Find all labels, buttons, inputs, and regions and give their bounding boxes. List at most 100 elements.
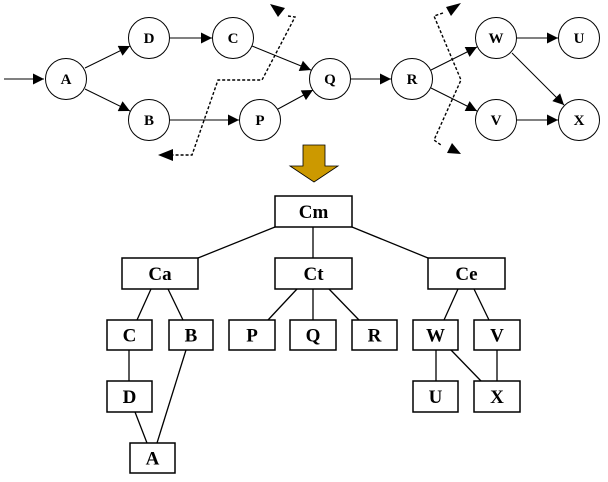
graph-edges <box>4 32 565 126</box>
tree-node-Cm: Cm <box>274 195 353 228</box>
tree-node-label: D <box>123 387 137 408</box>
tree-node-tD: D <box>106 380 153 413</box>
graph-node-circle <box>212 17 254 59</box>
tree-node-box <box>106 380 153 413</box>
tree-node-tB: B <box>168 319 214 351</box>
tree-edge-Ct-tP <box>267 288 298 321</box>
tree-node-box <box>106 319 153 351</box>
graph-node-label: X <box>574 113 585 129</box>
right-cut-arrowhead-bottom <box>447 143 461 154</box>
graph-node-circle <box>558 17 600 59</box>
tree-node-label: X <box>490 387 504 408</box>
graph-node-V: V <box>475 99 517 141</box>
graph-node-W: W <box>475 17 517 59</box>
graph-node-label: C <box>228 31 239 47</box>
tree-node-Ct: Ct <box>274 257 353 290</box>
tree-node-label: C <box>123 326 137 347</box>
tree-node-Ca: Ca <box>121 257 199 290</box>
graph-node-circle <box>128 99 170 141</box>
graph-node-label: D <box>144 31 155 47</box>
graph-node-label: A <box>61 72 72 88</box>
tree-edges <box>128 226 498 444</box>
tree-node-box <box>351 319 398 351</box>
tree-node-tP: P <box>228 319 276 351</box>
graph-node-label: P <box>255 113 264 129</box>
tree-node-box <box>228 319 276 351</box>
tree-node-label: W <box>426 326 445 347</box>
graph-node-R: R <box>391 58 433 100</box>
edge-W-X <box>511 52 565 106</box>
tree-node-box <box>412 319 459 351</box>
tree-node-tC: C <box>106 319 153 351</box>
graph-node-label: R <box>407 72 418 88</box>
tree-node-box <box>274 195 353 228</box>
edge-P-Q <box>277 89 314 110</box>
tree-edge-tD-tA <box>134 411 148 444</box>
tree-node-Ce: Ce <box>427 257 506 290</box>
right-cut-arrowhead-top <box>446 3 461 16</box>
tree-edge-Cm-Ca <box>197 226 276 259</box>
tree-node-box <box>473 380 521 413</box>
tree-node-label: Ct <box>303 264 324 285</box>
edge-R-V <box>430 87 478 112</box>
tree-node-label: R <box>368 326 382 347</box>
tree-edge-Ca-tC <box>136 288 152 321</box>
transform-arrow-icon <box>288 144 340 183</box>
tree-node-label: Q <box>306 326 321 347</box>
graph-node-circle <box>128 17 170 59</box>
tree-node-box <box>412 380 459 413</box>
graph-node-P: P <box>239 99 281 141</box>
tree-node-tV: V <box>473 319 521 351</box>
left-cut-line <box>173 15 297 156</box>
graph-node-U: U <box>558 17 600 59</box>
graph-node-label: Q <box>324 72 336 88</box>
tree-node-label: Ca <box>148 264 172 285</box>
graph-node-Q: Q <box>309 58 351 100</box>
tree-node-tU: U <box>412 380 459 413</box>
tree-node-box <box>289 319 337 351</box>
tree-node-box <box>427 257 506 290</box>
graph-node-circle <box>391 58 433 100</box>
tree-node-label: Ce <box>455 264 477 285</box>
tree-node-label: V <box>490 326 504 347</box>
tree-edge-Ce-tV <box>473 288 490 321</box>
tree-node-box <box>121 257 199 290</box>
tree-node-box <box>274 257 353 290</box>
graph-node-circle <box>45 58 87 100</box>
graph-node-label: U <box>574 31 585 47</box>
graph-node-A: A <box>45 58 87 100</box>
tree-node-tR: R <box>351 319 398 351</box>
graph-node-circle <box>475 17 517 59</box>
tree-node-label: Cm <box>299 202 329 223</box>
edge-C-Q <box>251 45 312 71</box>
edge-R-W <box>430 46 478 71</box>
graph-node-C: C <box>212 17 254 59</box>
graph-node-label: B <box>144 113 154 129</box>
edge-A-B <box>84 88 131 112</box>
tree-edge-Ct-tR <box>328 288 360 321</box>
tree-edge-tW-tX <box>450 349 482 382</box>
tree-node-box <box>129 442 176 474</box>
tree-edge-Ca-tB <box>167 288 184 321</box>
tree-edge-tB-tA <box>156 349 187 444</box>
graph-nodes: A D C B P Q R W U V X <box>45 17 600 141</box>
left-cut-arrowhead-bottom <box>158 149 173 161</box>
tree-node-label: A <box>146 449 160 470</box>
graph-node-label: W <box>489 31 504 47</box>
graph-node-D: D <box>128 17 170 59</box>
tree-node-tQ: Q <box>289 319 337 351</box>
left-cut-arrowhead-top <box>270 4 285 17</box>
tree-node-label: U <box>429 387 443 408</box>
tree-node-tA: A <box>129 442 176 474</box>
graph-node-label: V <box>491 113 502 129</box>
tree-edge-Ce-tW <box>443 288 459 321</box>
graph-node-circle <box>475 99 517 141</box>
tree-node-label: P <box>246 326 258 347</box>
graph-node-circle <box>558 99 600 141</box>
graph-node-circle <box>309 58 351 100</box>
graph-node-X: X <box>558 99 600 141</box>
tree-node-box <box>473 319 521 351</box>
tree-node-tW: W <box>412 319 459 351</box>
